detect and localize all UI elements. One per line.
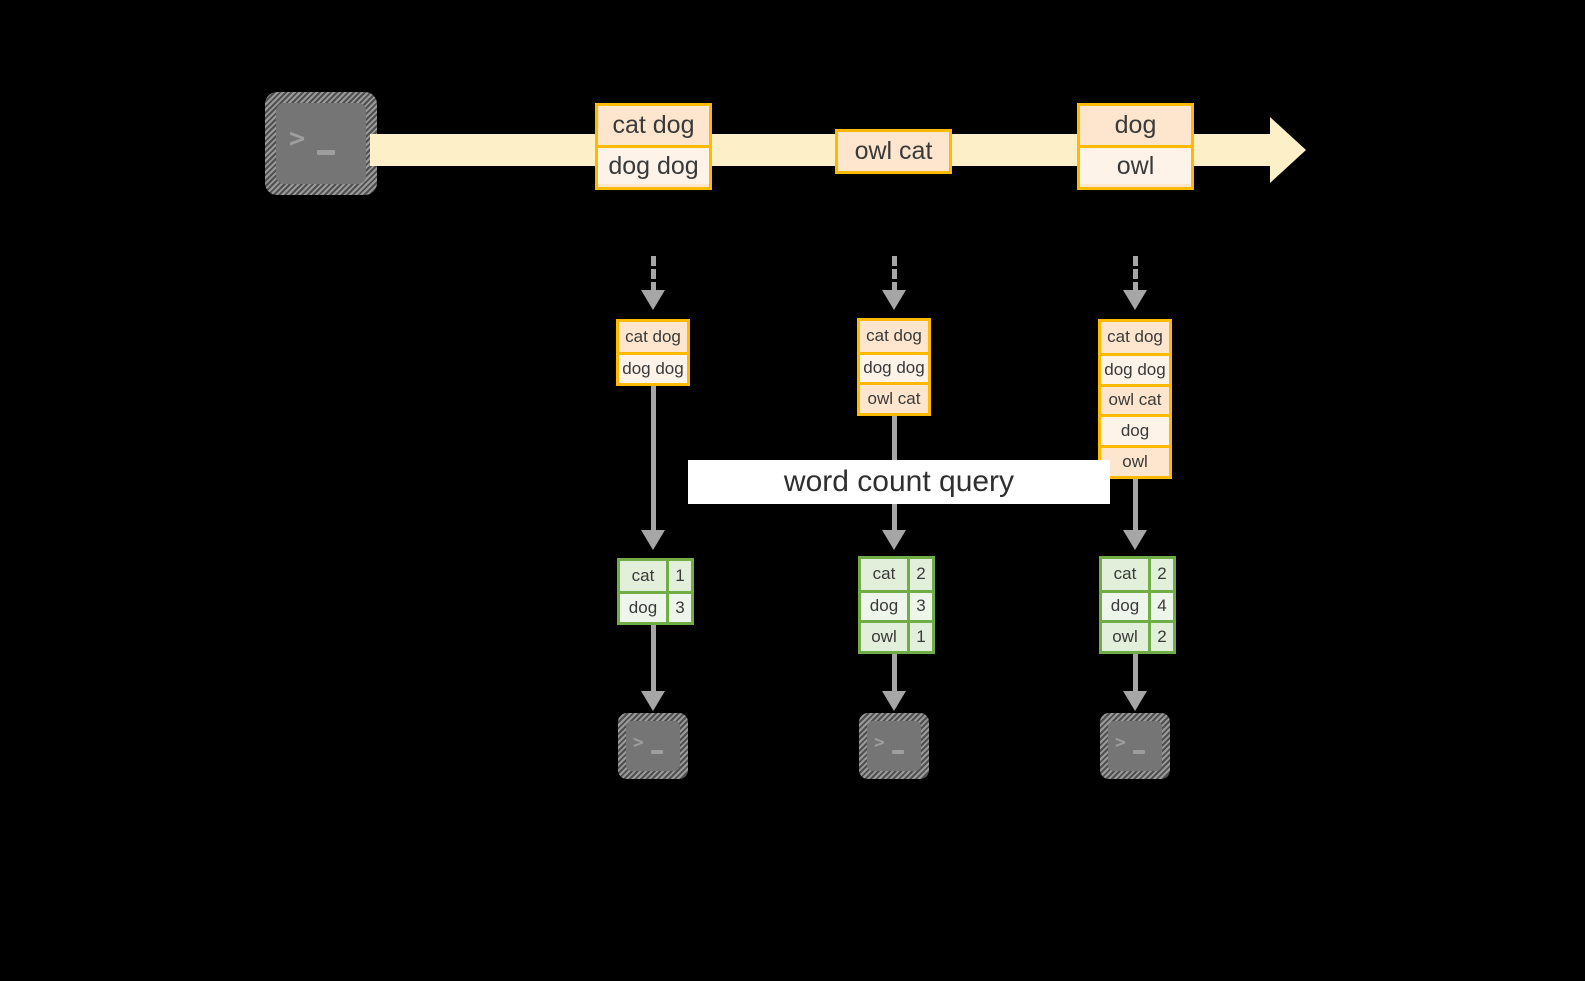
accumulated-row: owl (1101, 445, 1169, 476)
accumulated-row: cat dog (619, 322, 687, 353)
accumulated-row: dog dog (860, 351, 928, 383)
sink-terminal-prompt: > (1115, 732, 1127, 753)
result-count: 2 (1147, 623, 1173, 651)
result-word: owl (861, 623, 907, 651)
query-arrow-3-head (1123, 530, 1147, 550)
result-row: dog 4 (1102, 589, 1173, 621)
result-count: 2 (1147, 559, 1173, 590)
source-terminal-prompt: > (289, 123, 307, 154)
sink-terminal-icon-3: > (1100, 713, 1170, 779)
accumulated-row: owl cat (860, 382, 928, 413)
result-row: owl 2 (1102, 620, 1173, 651)
accumulated-row: dog dog (1101, 352, 1169, 384)
result-count: 1 (665, 561, 691, 592)
trigger-arrow-2-head (882, 290, 906, 310)
sink-arrow-2-head (882, 691, 906, 711)
query-label: word count query (783, 465, 1015, 498)
stream-batch-3: dog owl (1077, 103, 1194, 190)
sink-terminal-cursor (892, 750, 904, 754)
stream-batch-1-line: cat dog (598, 106, 709, 145)
accumulated-row: dog dog (619, 352, 687, 383)
stream-arrowhead (1270, 117, 1306, 183)
query-arrow-3-line (1133, 479, 1138, 532)
result-word: owl (1102, 623, 1148, 651)
trigger-arrow-1-line (651, 256, 656, 292)
stream-batch-1: cat dog dog dog (595, 103, 712, 190)
accumulated-row: cat dog (860, 321, 928, 352)
source-terminal-cursor (317, 150, 335, 155)
accumulated-table-3: cat dog dog dog owl cat dog owl (1098, 319, 1172, 479)
stream-batch-2-line: owl cat (838, 132, 949, 171)
source-terminal-icon: > (265, 92, 377, 195)
sink-terminal-screen: > (1108, 721, 1162, 771)
sink-arrow-2-line (892, 654, 897, 693)
sink-terminal-prompt: > (874, 732, 886, 753)
result-word: dog (620, 594, 666, 622)
trigger-arrow-3-line (1133, 256, 1138, 292)
result-row: cat 1 (620, 561, 691, 592)
query-arrow-2-head (882, 530, 906, 550)
result-row: cat 2 (861, 559, 932, 590)
trigger-arrow-3-head (1123, 290, 1147, 310)
accumulated-row: cat dog (1101, 322, 1169, 353)
trigger-arrow-1-head (641, 290, 665, 310)
result-count: 3 (906, 592, 932, 621)
result-count: 4 (1147, 592, 1173, 621)
stream-batch-3-line: dog (1080, 106, 1191, 145)
sink-terminal-icon-2: > (859, 713, 929, 779)
result-word: cat (620, 561, 666, 592)
result-table-3: cat 2 dog 4 owl 2 (1099, 556, 1176, 654)
source-terminal-screen: > (276, 103, 366, 184)
result-table-2: cat 2 dog 3 owl 1 (858, 556, 935, 654)
sink-terminal-cursor (651, 750, 663, 754)
result-table-1: cat 1 dog 3 (617, 558, 694, 625)
stream-batch-3-line: owl (1080, 145, 1191, 184)
query-band: word count query (688, 460, 1110, 504)
result-word: cat (1102, 559, 1148, 590)
result-count: 3 (665, 594, 691, 622)
sink-arrow-1-head (641, 691, 665, 711)
accumulated-row: dog (1101, 414, 1169, 446)
accumulated-table-1: cat dog dog dog (616, 319, 690, 386)
accumulated-row: owl cat (1101, 383, 1169, 415)
sink-arrow-3-line (1133, 654, 1138, 693)
sink-arrow-1-line (651, 625, 656, 693)
sink-terminal-cursor (1133, 750, 1145, 754)
result-row: dog 3 (620, 591, 691, 622)
result-word: dog (861, 592, 907, 621)
trigger-arrow-2-line (892, 256, 897, 292)
query-arrow-1-head (641, 530, 665, 550)
result-row: owl 1 (861, 620, 932, 651)
result-row: cat 2 (1102, 559, 1173, 590)
result-row: dog 3 (861, 589, 932, 621)
sink-terminal-prompt: > (633, 732, 645, 753)
result-word: dog (1102, 592, 1148, 621)
stream-batch-2: owl cat (835, 129, 952, 174)
sink-arrow-3-head (1123, 691, 1147, 711)
query-arrow-1-line (651, 386, 656, 532)
result-count: 1 (906, 623, 932, 651)
result-word: cat (861, 559, 907, 590)
sink-terminal-screen: > (867, 721, 921, 771)
result-count: 2 (906, 559, 932, 590)
sink-terminal-screen: > (626, 721, 680, 771)
accumulated-table-2: cat dog dog dog owl cat (857, 318, 931, 416)
sink-terminal-icon-1: > (618, 713, 688, 779)
stream-batch-1-line: dog dog (598, 145, 709, 184)
